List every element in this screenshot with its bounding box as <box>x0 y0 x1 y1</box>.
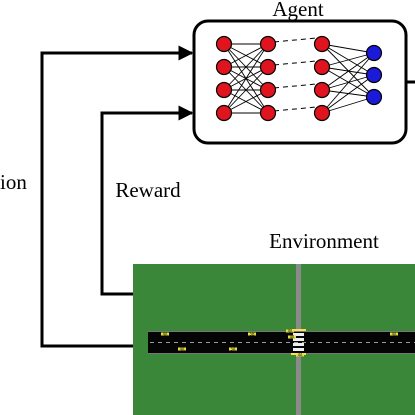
car-label: 5A <box>231 346 236 351</box>
nn-connection <box>321 52 375 114</box>
hidden-node <box>313 58 331 76</box>
hidden-node <box>313 81 331 99</box>
nn-connection <box>321 52 375 68</box>
road-bottom-edge <box>148 353 415 354</box>
nn-connection <box>321 43 375 98</box>
nn-connection <box>321 43 375 54</box>
car-label: 5B <box>250 331 255 336</box>
agent-box <box>192 19 408 145</box>
observation-arrow <box>40 45 194 348</box>
hidden-node <box>259 58 277 76</box>
hidden-node <box>259 35 277 53</box>
nn-connection <box>321 66 375 98</box>
hidden-node <box>215 104 233 122</box>
nn-connection <box>223 89 269 114</box>
car-label: 4A <box>163 331 168 336</box>
nn-connection <box>223 66 269 114</box>
nn-connection <box>223 43 269 68</box>
reward-arrow <box>100 105 194 296</box>
nn-dashed-link <box>273 83 317 89</box>
car <box>390 332 398 336</box>
hidden-node <box>259 104 277 122</box>
car <box>286 329 294 333</box>
output-node <box>365 44 383 62</box>
car-label: 4A <box>288 328 293 333</box>
car <box>178 347 186 351</box>
car-label: 4A <box>392 331 397 336</box>
environment-label: Environment <box>269 229 379 253</box>
car <box>248 332 256 336</box>
nn-dashed-link <box>273 106 317 112</box>
nn-connection <box>223 43 269 114</box>
car <box>288 335 296 339</box>
car-label: 4A <box>180 346 185 351</box>
car <box>296 353 304 357</box>
hidden-node <box>215 35 233 53</box>
car <box>161 332 169 336</box>
hidden-node <box>215 81 233 99</box>
car <box>229 347 237 351</box>
nn-connection <box>223 43 269 91</box>
nn-dashed-link <box>273 37 317 43</box>
road-top-edge <box>148 331 415 332</box>
nn-dashed-link <box>273 60 317 66</box>
reward-label: Reward <box>115 178 181 202</box>
nn-connection <box>321 43 375 76</box>
car-label: 4A <box>290 334 295 339</box>
observation-label: ion <box>0 170 27 194</box>
nn-connection <box>321 96 375 114</box>
agent-label: Agent <box>272 0 323 21</box>
nn-connection <box>321 52 375 91</box>
car-label: 4A <box>298 352 303 357</box>
nn-connection <box>321 74 375 114</box>
hidden-node <box>259 81 277 99</box>
neural-network <box>215 35 383 122</box>
hidden-node <box>215 58 233 76</box>
output-node <box>365 88 383 106</box>
hidden-node <box>313 35 331 53</box>
hidden-node <box>313 104 331 122</box>
output-node <box>365 66 383 84</box>
